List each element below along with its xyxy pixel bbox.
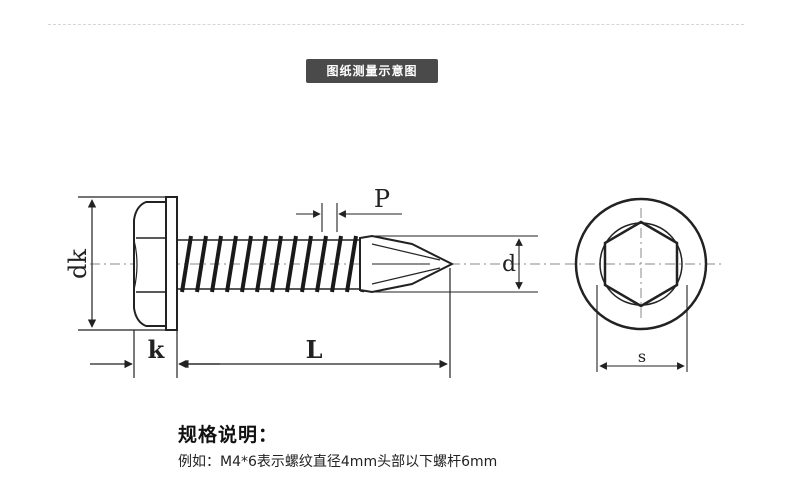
drill-flute-bottom — [371, 267, 441, 285]
s-label: s — [638, 347, 646, 366]
screw-diagram: dk k L P d s — [64, 185, 722, 378]
drawing-title-badge: 图纸测量示意图 — [306, 59, 438, 83]
top-divider — [48, 24, 744, 25]
thread-crest — [210, 235, 223, 293]
k-label: k — [148, 335, 166, 364]
thread-crest — [195, 235, 208, 293]
drill-flute-top — [371, 243, 441, 261]
thread-crest — [270, 235, 283, 293]
hex-head — [133, 201, 167, 327]
p-label: P — [374, 185, 390, 213]
thread-crest — [240, 235, 253, 293]
thread-crest — [345, 235, 358, 293]
washer-flange — [165, 196, 178, 331]
thread-crest — [315, 235, 328, 293]
hex-head-chamfer — [133, 239, 138, 291]
spec-title: 规格说明： — [178, 424, 279, 446]
thread-crest — [300, 235, 313, 293]
dk-label: dk — [64, 249, 92, 279]
thread-crest — [180, 235, 193, 293]
thread-crest — [225, 235, 238, 293]
end-view-chamfer-circle — [599, 222, 683, 306]
d-label: d — [502, 252, 516, 277]
thread-crest — [330, 235, 343, 293]
thread-crest — [285, 235, 298, 293]
l-label: L — [306, 335, 323, 364]
thread-crest — [255, 235, 268, 293]
end-view-washer-circle — [574, 197, 708, 331]
spec-example: 例如：M4*6表示螺纹直径4mm头部以下螺杆6mm — [178, 454, 498, 470]
